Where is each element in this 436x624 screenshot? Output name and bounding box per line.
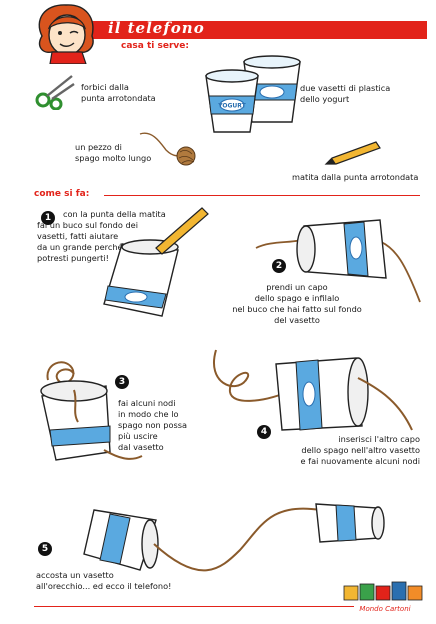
step-number-3: 3 (115, 375, 129, 389)
step-number-4: 4 (257, 425, 271, 439)
cups-label: due vasetti di plastica dello yogurt (300, 83, 391, 104)
scissors-icon (35, 75, 75, 110)
step-text-5: accosta un vasetto all'orecchio... ed ec… (36, 570, 172, 591)
step-number-1: 1 (41, 211, 55, 225)
steps-heading: come si fa: (34, 189, 90, 199)
step-number-5: 5 (38, 542, 52, 556)
scissors-label: forbici dalla punta arrotondata (81, 82, 156, 103)
string-label: un pezzo di spago molto lungo (75, 142, 152, 163)
step-1-illustration (103, 207, 209, 317)
step-text-1: con la punta della matita fai un buco su… (37, 209, 166, 263)
pencil-label: matita dalla punta arrotondata (292, 172, 419, 182)
step-text-2: prendi un capo dello spago e infilalo ne… (232, 282, 362, 325)
step-text-4: inserisci l'altro capo dello spago nell'… (300, 434, 420, 466)
cup-label: YOGURT (217, 103, 246, 110)
girl-mascot-illustration (38, 4, 94, 64)
section-divider (104, 195, 420, 196)
step-text-3: fai alcuni nodi in modo che lo spago non… (118, 398, 188, 452)
footer-rule (34, 606, 354, 607)
step-number-2: 2 (272, 259, 286, 273)
page-title: il telefono (108, 19, 205, 37)
step-5-illustration (83, 503, 385, 572)
yogurt-cups-illustration: YOGURT (205, 55, 301, 133)
publisher-logo: Mondo Cartoni (343, 581, 423, 613)
step-3-illustration (40, 361, 143, 461)
materials-heading: casa ti serve: (121, 41, 189, 51)
pencil-icon (324, 141, 381, 165)
step-4-illustration (213, 349, 413, 431)
svg-text:Mondo Cartoni: Mondo Cartoni (359, 605, 410, 613)
step-2-illustration (255, 219, 421, 303)
header-bar (60, 21, 427, 39)
string-ball-icon (139, 132, 196, 166)
